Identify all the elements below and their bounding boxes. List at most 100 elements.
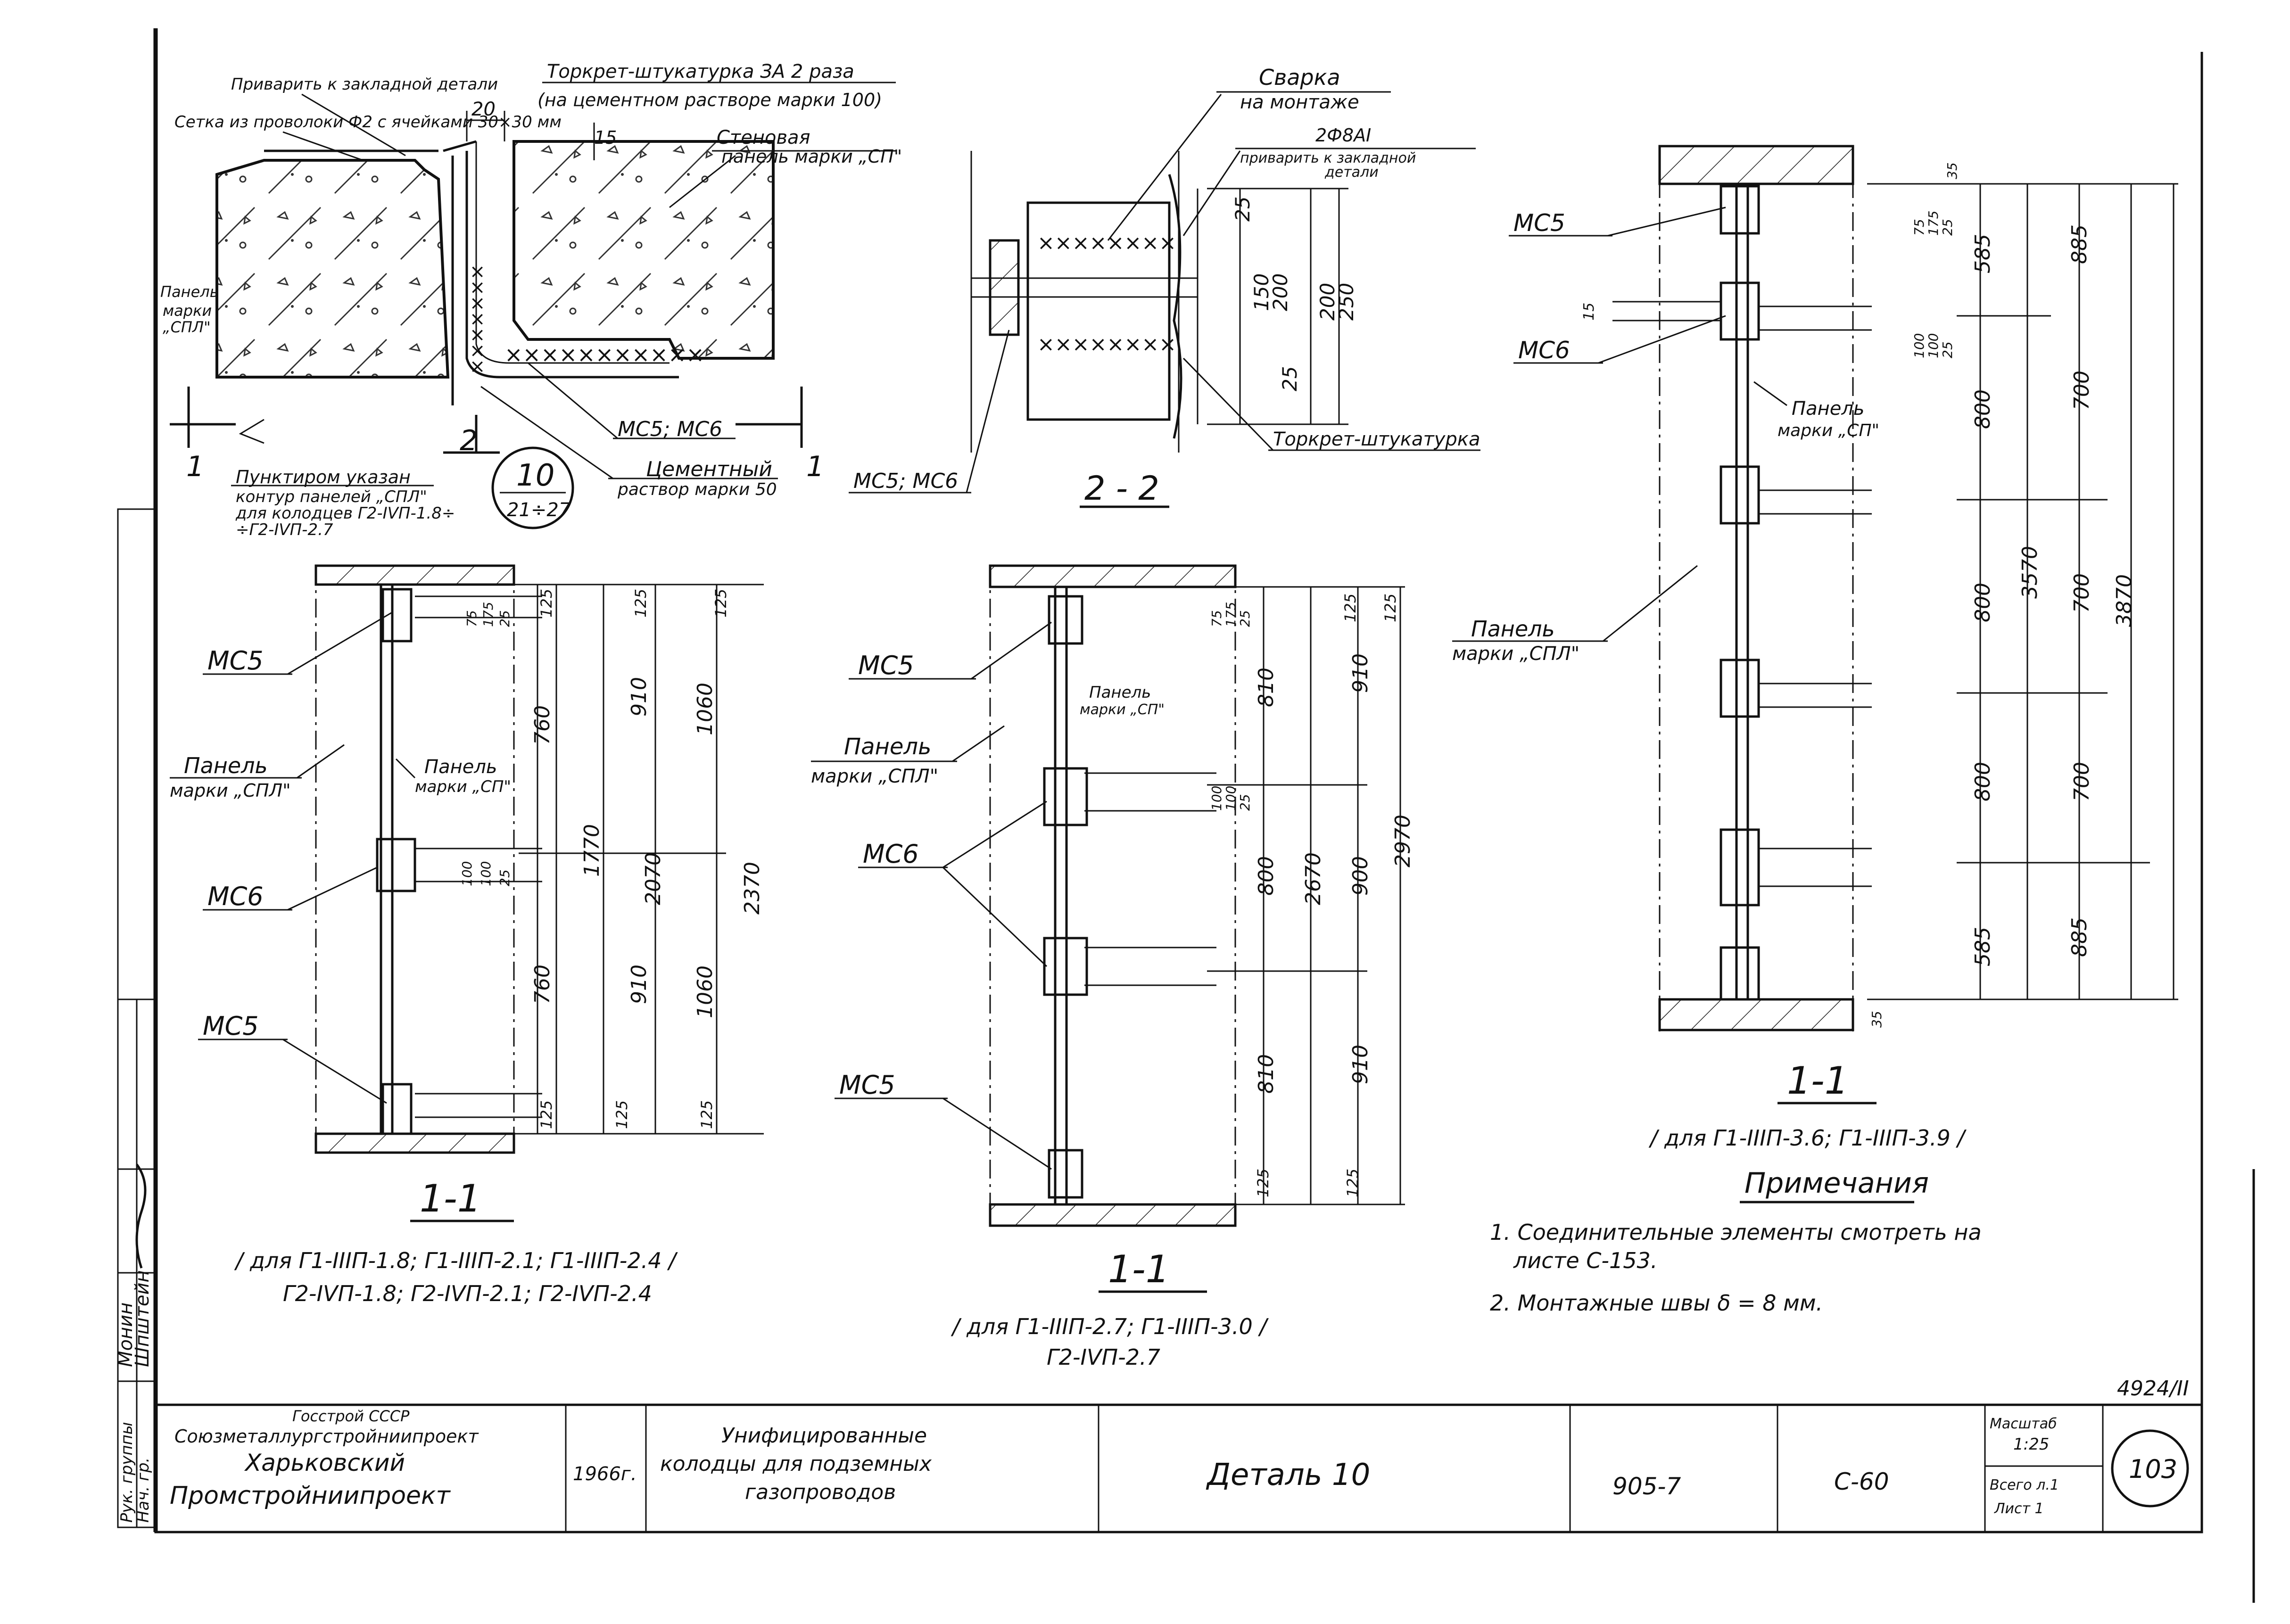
- sa-dim-125-b: 125: [632, 589, 650, 618]
- sa-dim-2070: 2070: [641, 852, 665, 905]
- section-c-1-1: 585 800 800 800 585 3570 700 700 700 885…: [1452, 145, 2178, 1151]
- sa-dim-125-a: 125: [537, 589, 555, 618]
- sb-panel-sp-line1: Панель: [1089, 683, 1151, 702]
- right-panel-section: [513, 140, 775, 360]
- section-2-2: ×××××××× ×××××××× 25 150 200 200 250 25 …: [849, 65, 1480, 508]
- sa-panel-sp-line1: Панель: [424, 756, 497, 778]
- sa-title: 1-1: [420, 1177, 481, 1220]
- sb-dim-810-top: 810: [1254, 668, 1278, 707]
- sa-dim-100-b: 100: [478, 861, 494, 886]
- note-weld-embedded: Приварить к закладной детали: [231, 75, 498, 94]
- sb-dim-900: 900: [1348, 856, 1372, 896]
- sb-dim-800: 800: [1254, 856, 1278, 896]
- org-line3: Харьковский: [244, 1449, 405, 1476]
- sb-caption-line1: / для Г1-IIIП-2.7; Г1-IIIП-3.0 /: [951, 1314, 1269, 1339]
- sc-dim-100-a: 100: [1911, 333, 1927, 358]
- sa-dim-1060-bottom: 1060: [693, 965, 717, 1018]
- sa-dim-25: 25: [497, 610, 513, 627]
- s22-dim-25-bottom: 25: [1278, 366, 1301, 391]
- notes-item2: 2. Монтажные швы δ = 8 мм.: [1490, 1290, 1823, 1316]
- svg-text:××××××××: ××××××××: [1037, 332, 1176, 356]
- stamp-role1: Нач. гр.: [134, 1458, 153, 1523]
- sb-mc5-bottom: МС5: [839, 1070, 895, 1100]
- left-panel-section: [215, 159, 450, 379]
- sb-dim-2670: 2670: [1301, 852, 1325, 905]
- sb-dim-100-b: 100: [1223, 786, 1239, 811]
- sa-dim-1060-top: 1060: [693, 683, 717, 735]
- scale-value: 1:25: [2013, 1435, 2049, 1454]
- sa-mc6: МС6: [207, 882, 264, 911]
- s22-rebar: 2Ф8АI: [1315, 125, 1371, 146]
- sa-dim-1770: 1770: [580, 824, 604, 877]
- sc-dim-800-c: 800: [1971, 762, 1995, 801]
- detail-title: Деталь 10: [1206, 1458, 1370, 1492]
- sb-dim-910-bottom: 910: [1348, 1045, 1372, 1084]
- sa-panel-sp-line2: марки „СП": [415, 777, 511, 796]
- sa-dim-760-bottom: 760: [530, 965, 554, 1004]
- series: 905-7: [1612, 1473, 1681, 1500]
- sa-dim-175: 175: [480, 602, 496, 627]
- wall-panel-line2: панель марки „СП": [721, 146, 902, 167]
- sa-dim-760-top: 760: [530, 705, 554, 745]
- svg-text:×××××××××××: ×××××××××××: [504, 342, 704, 367]
- sa-dim-100-a: 100: [459, 861, 475, 886]
- stamp-name1: Шпштейн: [132, 1270, 153, 1367]
- s22-torcret: Торкрет-штукатурка: [1273, 429, 1480, 450]
- sc-title: 1-1: [1787, 1059, 1849, 1103]
- section-mark-1-left: 1: [186, 450, 204, 483]
- sa-dim-2370: 2370: [740, 862, 764, 915]
- year: 1966г.: [573, 1463, 637, 1485]
- sa-dim-75: 75: [464, 610, 479, 627]
- sc-dim-800-b: 800: [1971, 583, 1995, 622]
- sc-dim-3570: 3570: [2018, 546, 2042, 599]
- sc-dim-885-top: 885: [2067, 224, 2092, 264]
- sa-panel-spl-line1: Панель: [184, 753, 268, 778]
- stamp-name2: Монин: [115, 1302, 137, 1367]
- sc-dim-25-b: 25: [1940, 341, 1955, 358]
- cement-line1: Цементный: [646, 457, 772, 481]
- sb-dim-125-c: 125: [1254, 1169, 1272, 1197]
- sb-caption-line2: Г2-IVП-2.7: [1047, 1344, 1160, 1370]
- dotted-note-line2: контур панелей „СПЛ": [236, 487, 427, 506]
- total-sheets: Всего л.1: [1990, 1477, 2059, 1493]
- sa-mc5-top: МС5: [207, 646, 264, 676]
- sb-panel-spl-line2: марки „СПЛ": [811, 766, 938, 787]
- bubble-bottom: 21÷27: [507, 499, 571, 521]
- wall-panel-line1: Стеновая: [717, 127, 810, 148]
- s22-weld-line1: Сварка: [1259, 65, 1340, 90]
- sc-caption: / для Г1-IIIП-3.6; Г1-IIIП-3.9 /: [1648, 1125, 1967, 1151]
- sa-mc5-bottom: МС5: [203, 1011, 259, 1041]
- title-line2: колодцы для подземных: [660, 1452, 932, 1476]
- title-block: 4924/II Госстрой СССР Союзметаллургстрой…: [154, 1377, 2203, 1533]
- s22-weld-embedded-line2: детали: [1324, 164, 1379, 181]
- notes-item1-line2: листе С-153.: [1513, 1248, 1657, 1273]
- dotted-note-line3: для колодцев Г2-IVП-1.8÷: [235, 504, 455, 523]
- dotted-note-line4: ÷Г2-IVП-2.7: [236, 520, 333, 539]
- cement-line2: раствор марки 50: [617, 480, 777, 499]
- s22-dim-250: 250: [1335, 283, 1358, 321]
- sb-dim-75: 75: [1209, 610, 1224, 627]
- notes-block: Примечания 1. Соединительные элементы см…: [1490, 1167, 1982, 1316]
- sc-dim-700-a: 700: [2070, 371, 2094, 410]
- note-mortar: (на цементном растворе марки 100): [537, 90, 882, 110]
- note-torcret: Торкрет-штукатурка ЗА 2 раза: [547, 61, 854, 82]
- sc-dim-100-b: 100: [1926, 333, 1941, 358]
- sa-dim-125-d: 125: [537, 1100, 555, 1129]
- sa-dim-910-top: 910: [627, 677, 651, 717]
- sc-dim-700-b: 700: [2070, 573, 2094, 613]
- sb-dim-810-bottom: 810: [1254, 1054, 1278, 1094]
- sa-caption-line1: / для Г1-IIIП-1.8; Г1-IIIП-2.1; Г1-IIIП-…: [234, 1248, 678, 1273]
- mc5-mc6-label: МС5; МС6: [618, 417, 722, 441]
- dim-15: 15: [594, 127, 617, 148]
- sc-dim-3870: 3870: [2112, 574, 2136, 627]
- sc-dim-585-bottom: 585: [1971, 927, 1995, 966]
- sc-dim-35-top: 35: [1944, 162, 1960, 179]
- panel-left-line2: марки: [163, 302, 212, 320]
- page-number: 103: [2129, 1454, 2177, 1484]
- org-line2: Союзметаллургстройниипроект: [174, 1426, 479, 1447]
- detail-10-sketch: ××××××××××× ××××××× 20 15 1 1 2 Приварит…: [160, 61, 902, 539]
- sc-panel-sp-line2: марки „СП": [1777, 421, 1879, 440]
- s22-dim-150: 150: [1250, 273, 1273, 311]
- sb-dim-2970: 2970: [1391, 815, 1415, 867]
